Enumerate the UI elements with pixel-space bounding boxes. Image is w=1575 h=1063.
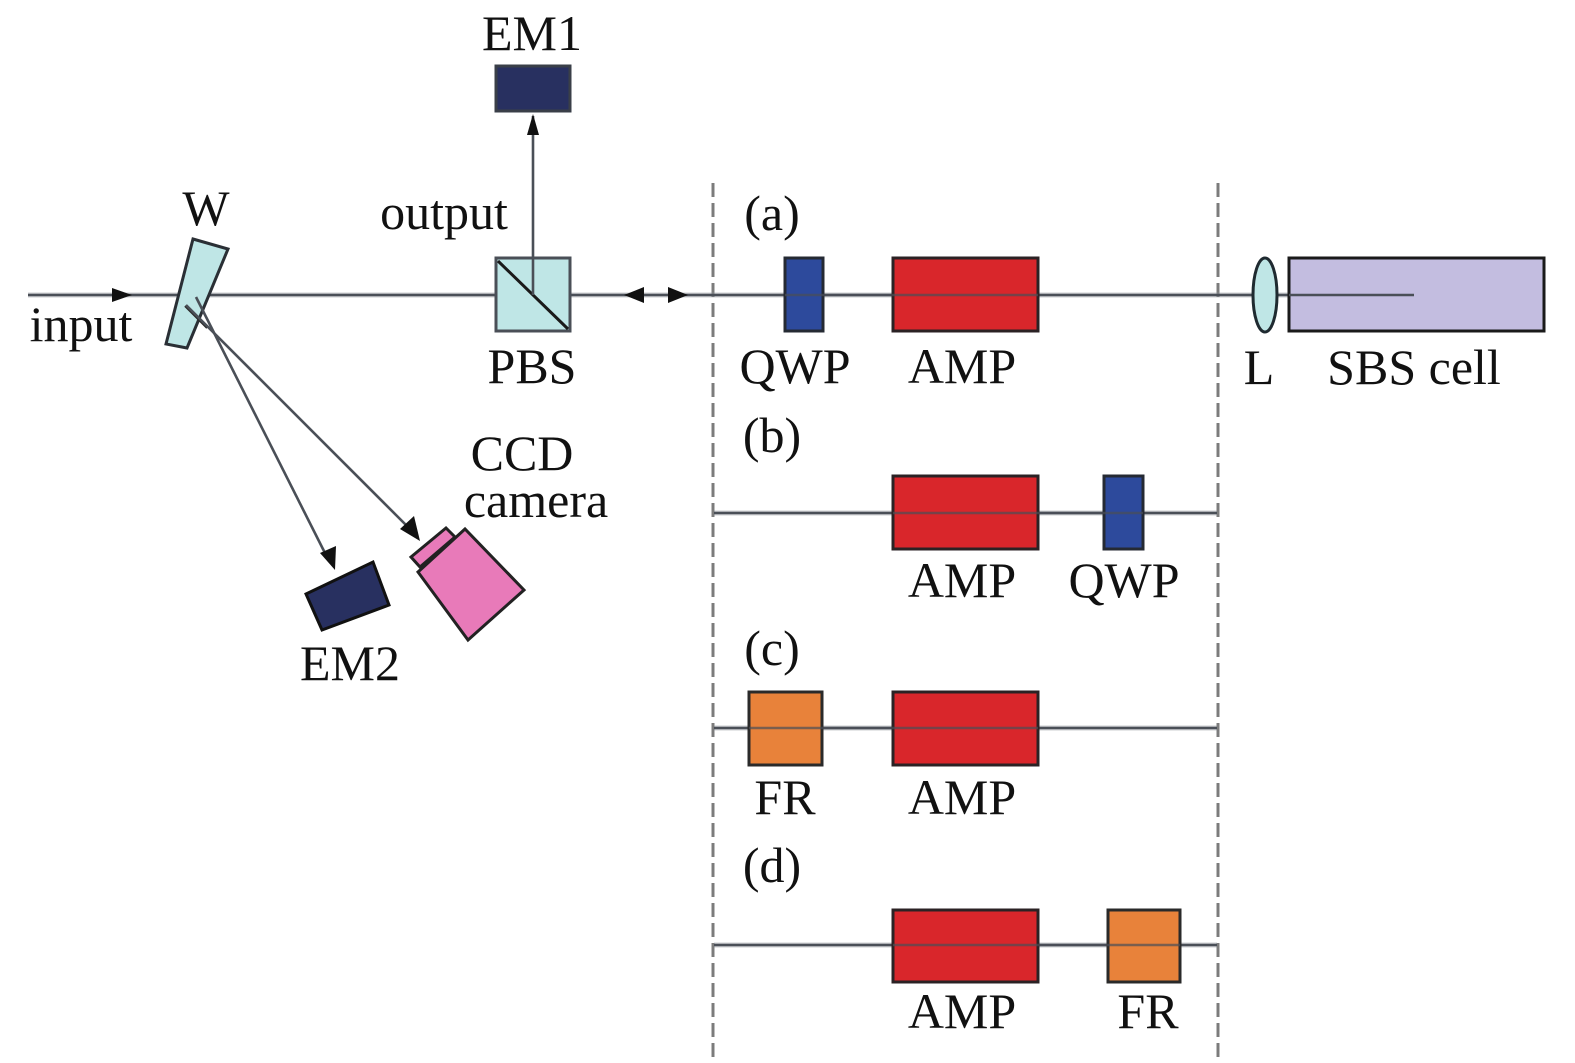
- config-b-tag: (b): [743, 407, 801, 463]
- energy-meter-em2: [304, 559, 391, 632]
- config-d-fr-label: FR: [1117, 983, 1179, 1039]
- left-arrow-icon: [624, 287, 644, 303]
- em1-label: EM1: [482, 5, 582, 61]
- input-label: input: [30, 296, 133, 352]
- beam-to-em2: [194, 296, 331, 562]
- config-b-qwp-label: QWP: [1068, 552, 1179, 608]
- em2-label: EM2: [300, 635, 400, 691]
- wedge-label: W: [182, 180, 230, 236]
- sbs-cell-label: SBS cell: [1327, 339, 1501, 395]
- em1-arrow-icon: [527, 114, 539, 135]
- output-label: output: [380, 184, 508, 240]
- ccd-camera-body: [415, 526, 527, 643]
- wedge-internal-reflection: [184, 305, 208, 329]
- config-c-amp-label: AMP: [908, 769, 1016, 825]
- config-a-qwp-label: QWP: [739, 338, 850, 394]
- wedge-w: [164, 237, 231, 350]
- config-c-fr-label: FR: [754, 769, 816, 825]
- config-d-tag: (d): [743, 837, 801, 893]
- lens-l: [1251, 256, 1279, 334]
- config-a-amp-label: AMP: [908, 338, 1016, 394]
- config-c-tag: (c): [744, 620, 800, 676]
- pbs-label: PBS: [488, 338, 577, 394]
- energy-meter-em1: [494, 64, 572, 113]
- lens-label: L: [1244, 339, 1275, 395]
- right-arrow-icon: [668, 287, 688, 303]
- config-b-amp-label: AMP: [908, 552, 1016, 608]
- ccd-arrow-icon: [400, 516, 420, 541]
- em2-arrow-icon: [320, 546, 336, 570]
- ccd-label-line1: CCD: [471, 425, 574, 481]
- config-d-amp-label: AMP: [908, 983, 1016, 1039]
- config-a-tag: (a): [744, 185, 800, 241]
- input-arrow-icon: [112, 288, 132, 302]
- ccd-label-line2: camera: [464, 472, 608, 528]
- beam-to-ccd: [185, 304, 414, 533]
